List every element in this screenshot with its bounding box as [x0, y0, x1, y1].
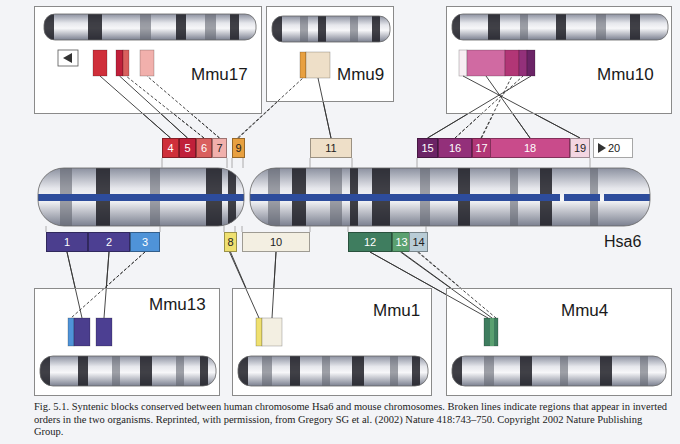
block-number: 16	[449, 139, 461, 157]
synteny-line	[231, 252, 247, 288]
syntenic-block: 4	[162, 138, 179, 158]
syntenic-block: 2	[88, 232, 130, 252]
mouse-chromosome	[452, 356, 666, 386]
syntenic-block: 7	[212, 138, 227, 158]
block-number: 8	[227, 233, 233, 251]
block-number: 1	[64, 233, 70, 251]
synteny-line	[482, 114, 494, 138]
synteny-line	[239, 102, 278, 138]
block-number: 19	[574, 139, 586, 157]
synteny-line	[161, 114, 187, 138]
block-number: 12	[364, 233, 376, 251]
synteny-line	[513, 114, 530, 138]
leader-line	[67, 76, 580, 318]
syntenic-block: 16	[438, 138, 472, 158]
syntenic-block: 9	[232, 138, 245, 158]
syntenic-block: 17	[472, 138, 491, 158]
syntenic-block: 14	[409, 232, 428, 252]
mouse-chromosome	[44, 14, 256, 40]
block-number: 3	[142, 233, 148, 251]
chromosome-panel: Mmu4	[446, 288, 672, 396]
synteny-line	[67, 252, 75, 288]
synteny-line	[419, 252, 461, 288]
synteny-line	[428, 114, 468, 138]
synteny-line	[274, 252, 276, 288]
chromosome-panel: Mmu10	[446, 6, 672, 114]
synteny-line	[174, 114, 204, 138]
chromosome-panel: Mmu9	[266, 6, 394, 102]
block-number: 15	[421, 139, 433, 157]
chromosome-name: Mmu4	[561, 301, 608, 321]
block-number: 17	[475, 139, 487, 157]
syntenic-block: 5	[179, 138, 196, 158]
synteny-line	[191, 114, 219, 138]
synteny-line	[106, 252, 109, 288]
chromosome-panel: Mmu1	[232, 288, 432, 396]
mouse-chromosome	[452, 14, 668, 40]
block-number: 5	[184, 139, 190, 157]
human-chromosome	[38, 168, 650, 226]
mouse-chromosome	[238, 356, 428, 386]
chromosome-panel: Mmu13	[34, 288, 220, 396]
block-number: 18	[524, 139, 536, 157]
synteny-line	[535, 114, 580, 138]
synteny-line	[402, 252, 451, 288]
block-number: 7	[216, 139, 222, 157]
synteny-line	[143, 114, 170, 138]
syntenic-block: 11	[310, 138, 352, 158]
syntenic-block: 18	[490, 138, 570, 158]
chromosome-name: Mmu1	[373, 301, 420, 321]
block-number: 2	[106, 233, 112, 251]
mouse-chromosome	[40, 356, 216, 386]
syntenic-block: 19	[570, 138, 590, 158]
block-number: 4	[167, 139, 173, 157]
block-number: 13	[395, 233, 407, 251]
synteny-line	[455, 114, 481, 138]
syntenic-block: 1	[46, 232, 88, 252]
block-number: 11	[325, 139, 336, 157]
syntenic-block: 20	[593, 138, 633, 158]
block-number: 14	[412, 233, 424, 251]
chromosome-name: Mmu9	[337, 65, 384, 85]
chromosome-panel: Mmu17	[34, 6, 262, 114]
synteny-line	[323, 102, 331, 138]
syntenic-block: 3	[130, 232, 160, 252]
mouse-chromosome	[272, 16, 390, 42]
syntenic-block: 10	[242, 232, 310, 252]
mouse-block	[58, 50, 633, 346]
chromosome-name: Mmu17	[191, 65, 248, 85]
block-number: 10	[270, 233, 282, 251]
syntenic-block: 6	[196, 138, 212, 158]
boundary-tick	[46, 158, 590, 232]
figure-caption: Fig. 5.1. Syntenic blocks conserved betw…	[34, 401, 670, 439]
syntenic-block: 15	[417, 138, 438, 158]
block-number: 9	[235, 139, 241, 157]
block-number: 6	[201, 139, 207, 157]
syntenic-block: 8	[224, 232, 237, 252]
chromosome-name: Mmu13	[149, 295, 206, 315]
block-number: 20	[608, 139, 620, 157]
syntenic-block: 12	[348, 232, 392, 252]
synteny-line	[105, 252, 145, 288]
panel-ground	[34, 6, 672, 396]
chromosome-name: Mmu10	[597, 65, 654, 85]
chromosome-name: Hsa6	[604, 232, 641, 252]
